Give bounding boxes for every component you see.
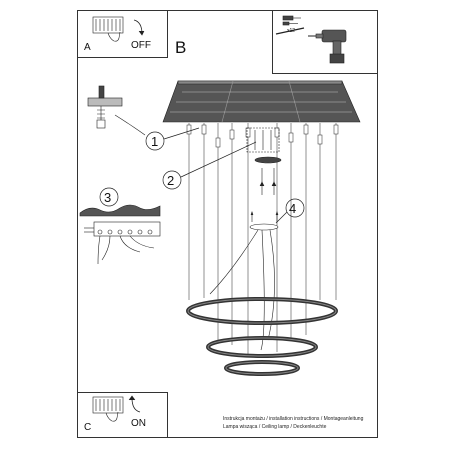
tools-illustration [275, 15, 347, 64]
callout-4: 4 [289, 201, 297, 216]
panel-a-arrow-head [138, 30, 145, 36]
screw-head-icon [98, 85, 105, 99]
drill-icon [308, 29, 347, 64]
drill-bit-icon [275, 27, 305, 35]
panel-a-switch-illustration [92, 16, 145, 42]
callout-3: 3 [104, 190, 112, 205]
panel-c-state: ON [131, 418, 146, 429]
mounting-plate [162, 80, 361, 123]
callout-markers [99, 127, 305, 224]
panel-c-switch-illustration [92, 395, 141, 422]
panel-a-switch-hatch [95, 19, 121, 31]
wall-plug-icon [282, 21, 290, 26]
instruction-sheet [77, 10, 378, 438]
panel-c-hand [105, 411, 119, 422]
panel-c-switch-hatch [95, 399, 121, 411]
panel-a-box [77, 10, 168, 58]
ceiling-section [79, 204, 161, 217]
panel-a-letter: A [84, 42, 91, 53]
callout-1-leader-detail [114, 114, 146, 136]
panel-c-box [77, 392, 168, 438]
callout-2: 2 [167, 173, 175, 188]
central-canopy [246, 127, 282, 195]
power-feed [209, 211, 279, 351]
screw-icon [282, 15, 294, 21]
terminal-wires [84, 227, 155, 265]
footer-title: Instrukcja montażu / installation instru… [223, 416, 364, 422]
panel-c-arrow [131, 397, 141, 413]
terminal-screws [97, 229, 153, 235]
callout-2-circle [162, 170, 182, 190]
footer-subtitle: Lampa wisząca / Ceiling lamp / Deckenleu… [223, 424, 327, 430]
ceiling-screw-detail [87, 85, 146, 136]
panel-b-letter: B [175, 38, 187, 57]
panel-a-state: OFF [131, 40, 151, 51]
callout-4-circle [285, 198, 305, 218]
panel-a-hand [107, 31, 121, 42]
callout-1-circle [145, 131, 165, 151]
callout-1: 1 [151, 134, 159, 149]
led-rings [186, 297, 338, 376]
cable-grips [186, 124, 339, 148]
callout-3-circle [99, 187, 119, 207]
panel-c-arrow-head [128, 395, 136, 401]
canopy-cover [254, 156, 282, 164]
terminal-block-detail [79, 204, 161, 265]
tools-panel-box [272, 10, 378, 74]
panel-c-switch-block [92, 396, 124, 414]
panel-c-letter: C [84, 422, 92, 433]
